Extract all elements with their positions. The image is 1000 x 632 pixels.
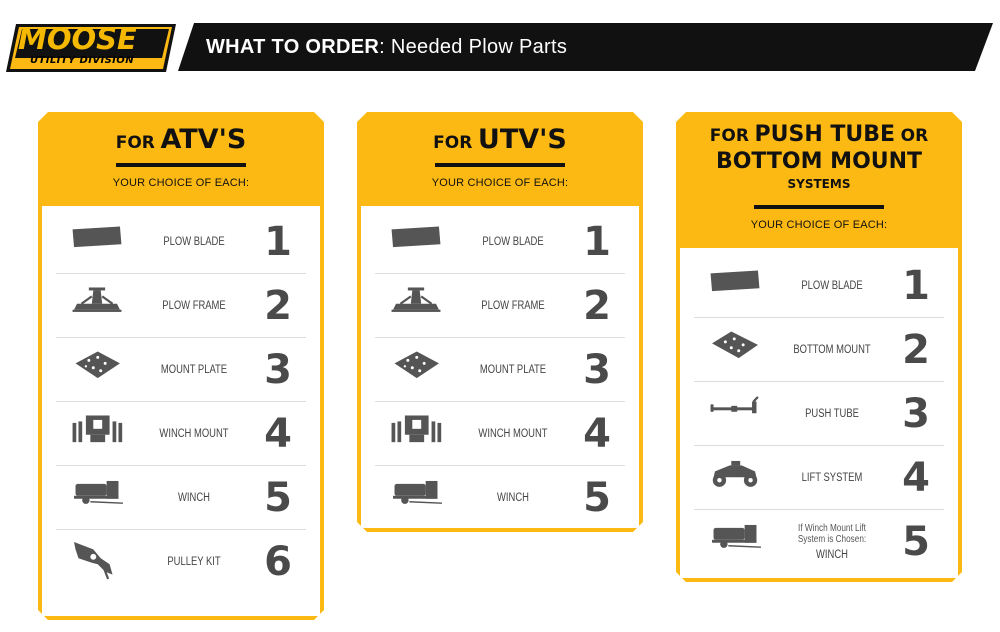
pulley-kit-icon [62, 542, 132, 582]
part-note: If Winch Mount Lift System is Chosen: [797, 523, 867, 545]
logo-badge-icon [6, 24, 176, 72]
part-row: PLOW FRAME 2 [56, 274, 306, 338]
part-number: 2 [264, 283, 292, 329]
push-tube-icon [700, 394, 770, 434]
header-band [178, 23, 993, 71]
part-row: PLOW BLADE 1 [375, 210, 625, 274]
part-label: MOUNT PLATE [479, 364, 547, 376]
part-number: 4 [264, 411, 292, 457]
winch-icon [381, 478, 451, 518]
part-label: WINCH MOUNT [159, 428, 229, 440]
plow-frame-icon [62, 286, 132, 326]
logo-text: MOOSE [18, 22, 137, 56]
part-number: 5 [583, 475, 611, 521]
part-name: WINCH [816, 549, 848, 561]
card-title: FOR UTV'S [433, 124, 567, 155]
part-label: WINCH MOUNT [478, 428, 548, 440]
card-title: FOR ATV'S [115, 124, 247, 155]
part-label: WINCH [178, 492, 210, 504]
card-title-line2: BOTTOM MOUNT [715, 149, 923, 174]
part-number: 1 [264, 219, 292, 265]
part-number: 5 [264, 475, 292, 521]
part-row: LIFT SYSTEM 4 [694, 446, 944, 510]
part-row: WINCH 5 [56, 466, 306, 530]
systems-label: SYSTEMS [787, 177, 851, 191]
card-push-tube: FOR PUSH TUBE OR BOTTOM MOUNT SYSTEMS YO… [676, 112, 962, 582]
plow-blade-icon [62, 222, 132, 262]
title-underline [754, 205, 884, 209]
part-number: 1 [583, 219, 611, 265]
card-utv: FOR UTV'S YOUR CHOICE OF EACH: PLOW BLAD… [357, 112, 643, 532]
part-number: 3 [583, 347, 611, 393]
part-label: PUSH TUBE [805, 408, 859, 420]
bottom-mount-icon [700, 330, 770, 370]
mount-plate-icon [62, 350, 132, 390]
part-number: 3 [902, 391, 930, 437]
part-row: PLOW FRAME 2 [375, 274, 625, 338]
plow-blade-icon [381, 222, 451, 262]
part-row: WINCH MOUNT 4 [56, 402, 306, 466]
part-label: PLOW FRAME [481, 300, 545, 312]
page-title: WHAT TO ORDER: Needed Plow Parts [206, 36, 567, 59]
page-title-bold: WHAT TO ORDER [206, 36, 380, 58]
winch-mount-icon [381, 414, 451, 454]
part-label: BOTTOM MOUNT [793, 344, 871, 356]
choice-label: YOUR CHOICE OF EACH: [750, 219, 888, 231]
card-push-tube-frame [676, 112, 962, 582]
part-row: PLOW BLADE 1 [56, 210, 306, 274]
part-label: MOUNT PLATE [160, 364, 228, 376]
part-label: PLOW BLADE [482, 236, 544, 248]
winch-icon [62, 478, 132, 518]
part-label: If Winch Mount Lift System is Chosen: WIN… [791, 510, 873, 574]
part-row: BOTTOM MOUNT 2 [694, 318, 944, 382]
part-label: PLOW FRAME [162, 300, 226, 312]
part-label: PULLEY KIT [167, 556, 221, 568]
logo-subtext: UTILITY DIVISION [30, 55, 134, 66]
title-underline [116, 163, 246, 167]
choice-label: YOUR CHOICE OF EACH: [112, 177, 250, 189]
part-number: 6 [264, 539, 292, 585]
card-atv: FOR ATV'S YOUR CHOICE OF EACH: PLOW BLAD… [38, 112, 324, 620]
part-row: WINCH 5 [375, 466, 625, 530]
atv-lift-icon [700, 458, 770, 498]
part-number: 4 [902, 455, 930, 501]
part-number: 5 [902, 519, 930, 565]
header-band-shape [178, 23, 993, 71]
title-underline [435, 163, 565, 167]
part-number: 2 [583, 283, 611, 329]
part-label: PLOW BLADE [163, 236, 225, 248]
plow-blade-icon [700, 266, 770, 306]
part-row: WINCH MOUNT 4 [375, 402, 625, 466]
part-label: WINCH [497, 492, 529, 504]
page-title-rest: : Needed Plow Parts [379, 36, 568, 58]
part-row: MOUNT PLATE 3 [56, 338, 306, 402]
part-number: 3 [264, 347, 292, 393]
winch-icon [700, 522, 770, 562]
part-row: PUSH TUBE 3 [694, 382, 944, 446]
mount-plate-icon [381, 350, 451, 390]
part-number: 1 [902, 263, 930, 309]
brand-logo [6, 22, 178, 74]
part-row: PULLEY KIT 6 [56, 530, 306, 594]
plow-frame-icon [381, 286, 451, 326]
choice-label: YOUR CHOICE OF EACH: [431, 177, 569, 189]
part-number: 2 [902, 327, 930, 373]
part-row: PLOW BLADE 1 [694, 254, 944, 318]
part-label: PLOW BLADE [801, 280, 863, 292]
winch-mount-icon [62, 414, 132, 454]
card-title: FOR PUSH TUBE OR [709, 122, 929, 147]
part-row: MOUNT PLATE 3 [375, 338, 625, 402]
part-label: LIFT SYSTEM [801, 472, 863, 484]
part-number: 4 [583, 411, 611, 457]
part-row: If Winch Mount Lift System is Chosen: WIN… [694, 510, 944, 574]
